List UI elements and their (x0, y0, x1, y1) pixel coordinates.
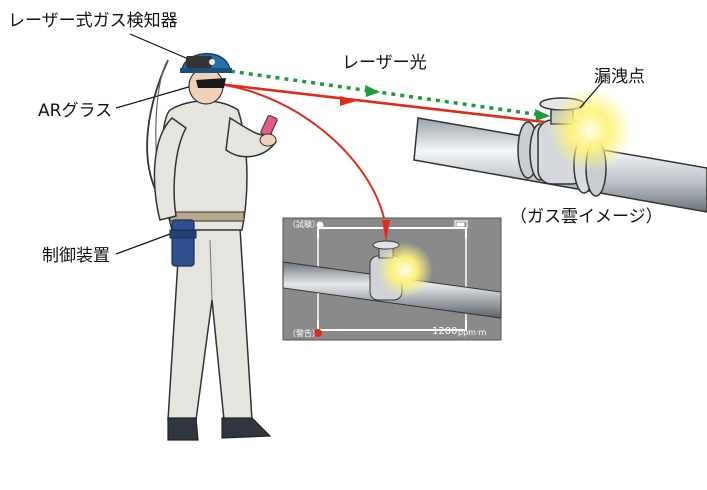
control-unit (169, 219, 197, 267)
ar-alarm-label: （警告） (288, 329, 320, 338)
alarm-dot (314, 329, 322, 337)
laser-red-arrow (340, 96, 356, 106)
label-laser-detector: レーザー式ガス検知器 (8, 11, 178, 31)
laser-detector-unit (186, 56, 212, 68)
label-leak-point: 漏洩点 (594, 67, 645, 87)
laser-red-curve (217, 83, 385, 219)
label-laser-light: レーザー光 (342, 53, 427, 73)
laser-beams (217, 68, 550, 219)
worker-figure (146, 53, 278, 441)
ar-target-marker (382, 220, 390, 242)
pipeline-right (413, 88, 707, 213)
ar-view-panel (282, 217, 502, 341)
ar-status-dot (316, 221, 324, 229)
ar-reading-unit: ppm·m (458, 328, 487, 337)
label-control-unit: 制御装置 (42, 246, 110, 266)
ar-gas-glow (377, 242, 433, 298)
shoe-left (167, 417, 199, 441)
gas-cloud-glow (548, 88, 632, 172)
laser-green-dotted (221, 68, 549, 118)
label-gas-cloud-image: （ガス雲イメージ） (510, 207, 663, 227)
battery-icon (454, 220, 468, 229)
ar-status-label: （試験） (288, 220, 320, 229)
ar-reading-value: 1200 (432, 326, 458, 337)
label-ar-glass: ARグラス (38, 101, 113, 121)
shoe-right (221, 417, 272, 439)
laser-red-beam (217, 82, 546, 124)
laser-green-arrow (365, 85, 380, 97)
ar-glasses (196, 78, 226, 88)
